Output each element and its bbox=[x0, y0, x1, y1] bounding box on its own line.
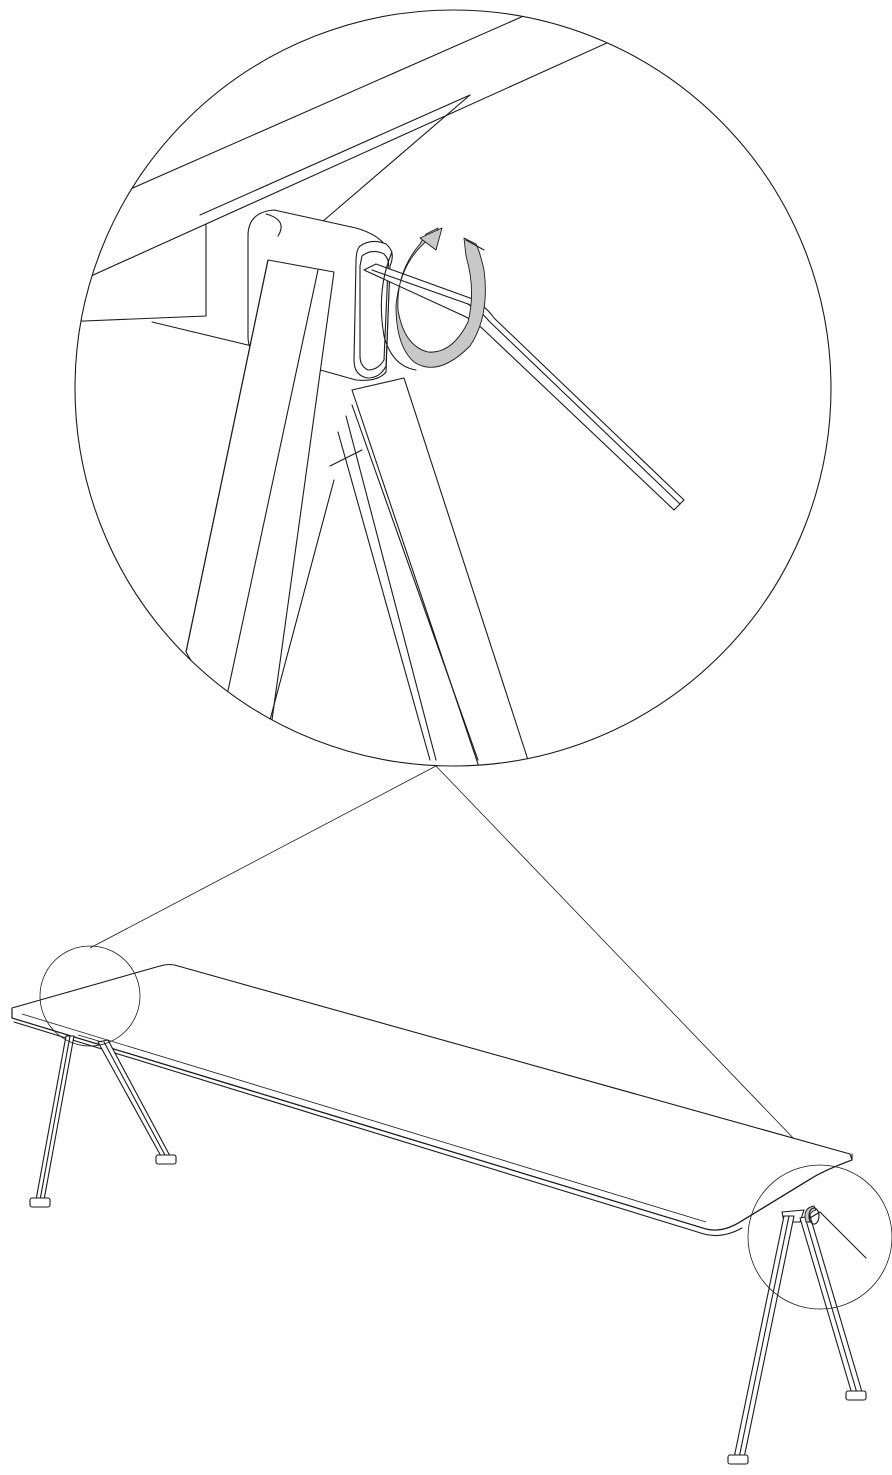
bench-edge-front bbox=[11, 1007, 853, 1231]
right-leg-frame bbox=[727, 1205, 867, 1465]
leader-line-right bbox=[435, 765, 821, 1167]
leader-line-left bbox=[89, 765, 437, 949]
bench-edge-front-lower bbox=[13, 1021, 743, 1237]
rotation-arrow-icon bbox=[395, 227, 486, 368]
left-foot-front bbox=[29, 1197, 51, 1208]
hex-key-small bbox=[809, 1211, 867, 1259]
detail-circle bbox=[74, 9, 832, 767]
bench-overview bbox=[11, 945, 892, 1465]
leader-lines bbox=[89, 765, 821, 1167]
left-leg-frame bbox=[29, 1034, 177, 1208]
left-foot-rear bbox=[155, 1154, 177, 1165]
detail-view bbox=[74, 9, 832, 767]
bench-top-line bbox=[21, 1013, 707, 1223]
right-foot-front bbox=[727, 1454, 749, 1465]
right-foot-rear bbox=[845, 1390, 867, 1401]
detail-marker-right bbox=[747, 1164, 892, 1310]
tabletop-line bbox=[199, 94, 471, 216]
detail-marker-left bbox=[39, 945, 141, 1047]
